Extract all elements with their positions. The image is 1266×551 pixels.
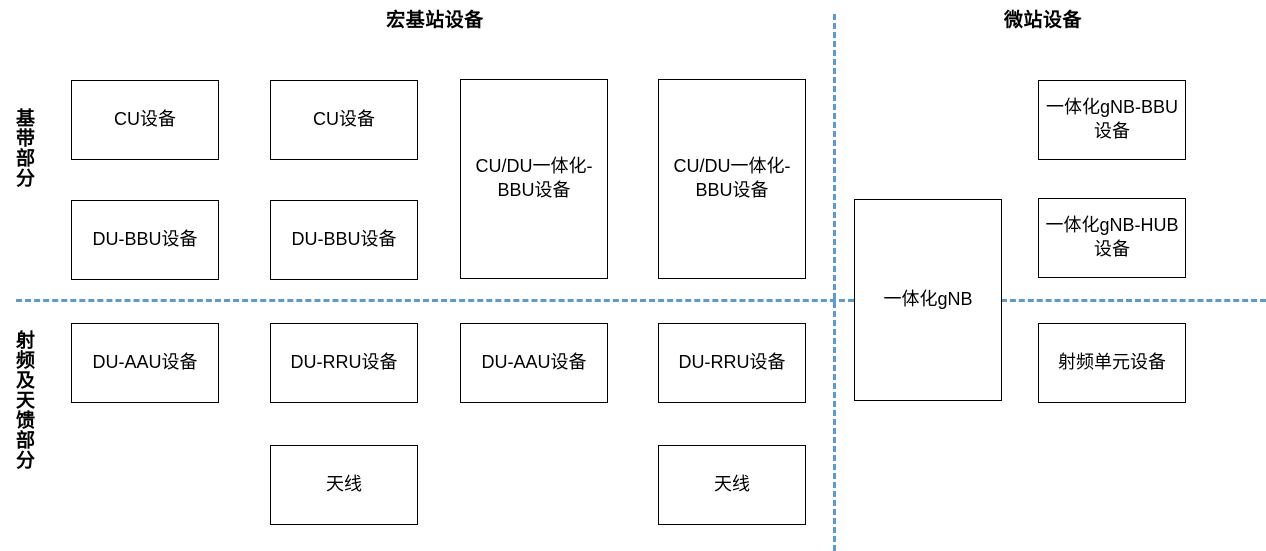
box-col1-du-bbu-equipment[interactable]: DU-BBU设备 <box>71 200 219 280</box>
horizontal-divider-right <box>1001 299 1266 302</box>
box-col3-cudu-integrated-bbu-equipment[interactable]: CU/DU一体化-BBU设备 <box>460 79 608 279</box>
section-title-micro-station: 微站设备 <box>1003 10 1082 31</box>
box-col1-cu-equipment[interactable]: CU设备 <box>71 80 219 160</box>
box-label: DU-RRU设备 <box>678 352 786 373</box>
box-col2-du-rru-equipment[interactable]: DU-RRU设备 <box>270 323 418 403</box>
row-label-rf-antenna-section: 射频及天馈部分 <box>13 330 34 470</box>
vertical-divider-macro-micro <box>833 14 836 551</box>
box-col2-du-bbu-equipment[interactable]: DU-BBU设备 <box>270 200 418 280</box>
box-label: 天线 <box>714 474 750 495</box>
box-col3-du-aau-equipment[interactable]: DU-AAU设备 <box>460 323 608 403</box>
box-label: CU/DU一体化-BBU设备 <box>673 156 791 200</box>
box-label: DU-RRU设备 <box>290 352 398 373</box>
horizontal-divider-left <box>16 299 854 302</box>
box-col1-du-aau-equipment[interactable]: DU-AAU设备 <box>71 323 219 403</box>
section-title-macro-base-station: 宏基站设备 <box>386 10 484 31</box>
box-label: CU/DU一体化-BBU设备 <box>475 156 593 200</box>
row-label-baseband-section: 基带部分 <box>13 108 34 188</box>
box-label: DU-BBU设备 <box>92 229 198 250</box>
box-col2-antenna[interactable]: 天线 <box>270 445 418 525</box>
box-label: DU-BBU设备 <box>291 229 397 250</box>
box-micro-rf-unit-equipment[interactable]: 射频单元设备 <box>1038 323 1186 403</box>
box-col4-du-rru-equipment[interactable]: DU-RRU设备 <box>658 323 806 403</box>
box-label: 射频单元设备 <box>1058 352 1166 373</box>
box-col2-cu-equipment[interactable]: CU设备 <box>270 80 418 160</box>
box-col4-antenna[interactable]: 天线 <box>658 445 806 525</box>
box-micro-integrated-gnb-hub-equipment[interactable]: 一体化gNB-HUB设备 <box>1038 198 1186 278</box>
box-col4-cudu-integrated-bbu-equipment[interactable]: CU/DU一体化-BBU设备 <box>658 79 806 279</box>
box-label: 天线 <box>326 474 362 495</box>
box-micro-integrated-gnb[interactable]: 一体化gNB <box>854 199 1002 401</box>
box-label: 一体化gNB-HUB设备 <box>1045 215 1179 259</box>
box-label: 一体化gNB-BBU设备 <box>1045 97 1179 141</box>
box-label: DU-AAU设备 <box>92 352 198 373</box>
box-label: 一体化gNB <box>883 289 973 310</box>
box-label: CU设备 <box>114 109 176 130</box>
box-micro-integrated-gnb-bbu-equipment[interactable]: 一体化gNB-BBU设备 <box>1038 80 1186 160</box>
box-label: DU-AAU设备 <box>481 352 587 373</box>
box-label: CU设备 <box>313 109 375 130</box>
